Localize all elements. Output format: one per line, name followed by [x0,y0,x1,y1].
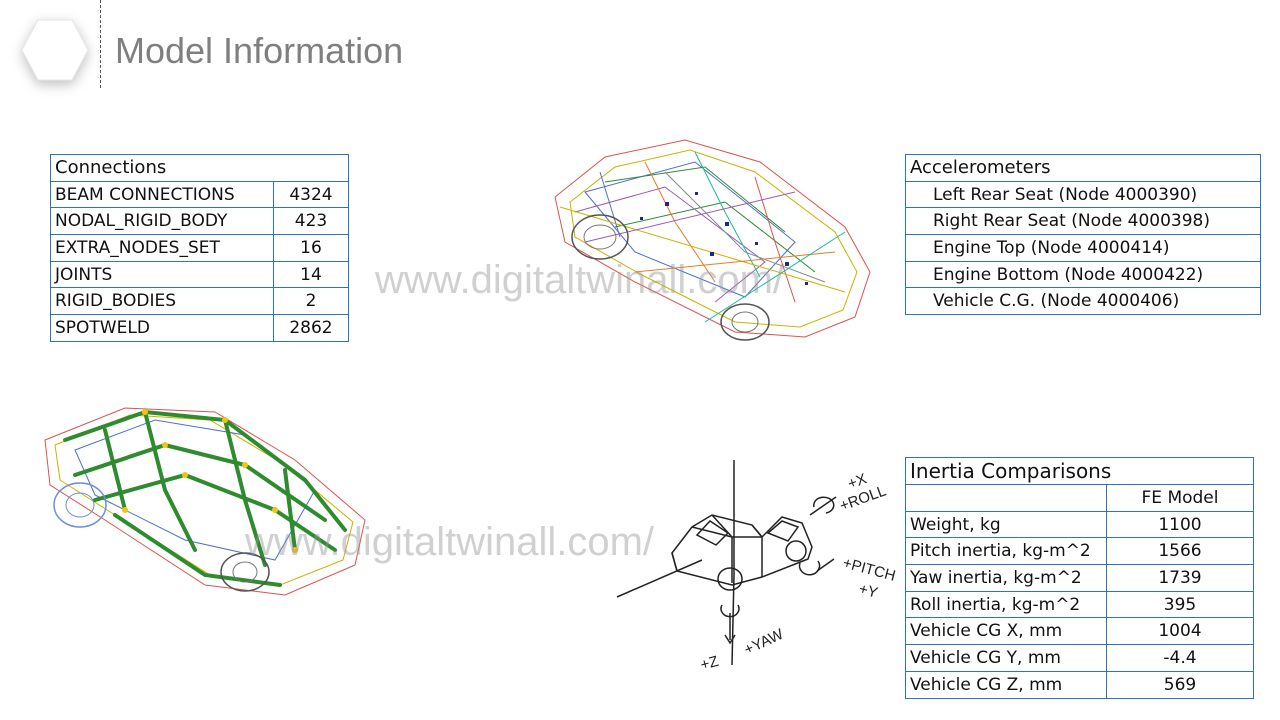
inertia-value: 1004 [1106,617,1254,646]
table-row: Right Rear Seat (Node 4000398) [905,207,1261,236]
connection-count: 423 [273,207,349,236]
axis-pitch-label: +PITCH [841,554,897,584]
connection-name: RIGID_BODIES [50,287,274,316]
inertia-property: Vehicle CG X, mm [905,617,1107,646]
inertia-property: Vehicle CG Z, mm [905,670,1107,699]
page-title: Model Information [115,30,404,71]
connection-name: NODAL_RIGID_BODY [50,207,274,236]
table-row: Engine Bottom (Node 4000422) [905,260,1261,289]
accelerometers-table: Accelerometers Left Rear Seat (Node 4000… [905,154,1261,316]
axis-x-label: +X [846,470,869,492]
vehicle-axes-diagram: +X +ROLL +PITCH +Y +Z +YAW [616,460,897,674]
inertia-property: Weight, kg [905,510,1107,539]
table-row: Left Rear Seat (Node 4000390) [905,180,1261,209]
connections-title: Connections [50,154,349,182]
inertia-title: Inertia Comparisons [905,457,1254,485]
inertia-value: 395 [1106,590,1254,619]
axis-yaw-label: +YAW [742,625,787,658]
inertia-property: Yaw inertia, kg-m^2 [905,564,1107,592]
axis-z-label: +Z [699,653,721,674]
axis-y-label: +Y [857,580,880,601]
table-column-header-row: FE Model [905,484,1254,512]
inertia-property: Vehicle CG Y, mm [905,644,1107,672]
connection-count: 14 [273,260,349,289]
fe-model-column-header: FE Model [1106,484,1254,512]
header-divider [100,0,101,88]
inertia-value: 569 [1106,670,1254,699]
connection-name: JOINTS [50,260,274,289]
inertia-value: 1100 [1106,510,1254,539]
inertia-value: 1739 [1106,564,1254,592]
table-row: Engine Top (Node 4000414) [905,234,1261,262]
hexagon-logo [20,18,90,82]
inertia-value: 1566 [1106,537,1254,566]
accelerometer-item: Right Rear Seat (Node 4000398) [905,207,1261,236]
accelerometer-item: Vehicle C.G. (Node 4000406) [905,287,1261,316]
accelerometer-item: Engine Bottom (Node 4000422) [905,260,1261,289]
table-header-row: Connections [50,154,349,182]
table-header-row: Accelerometers [905,154,1261,182]
inertia-value: -4.4 [1106,644,1254,672]
accelerometer-item: Engine Top (Node 4000414) [905,234,1261,262]
connection-name: EXTRA_NODES_SET [50,234,274,262]
empty-header-cell [905,484,1107,512]
table-header-row: Inertia Comparisons [905,457,1254,485]
connection-count: 4324 [273,180,349,209]
connection-name: BEAM CONNECTIONS [50,180,274,209]
inertia-property: Roll inertia, kg-m^2 [905,590,1107,619]
inertia-property: Pitch inertia, kg-m^2 [905,537,1107,566]
accelerometer-item: Left Rear Seat (Node 4000390) [905,180,1261,209]
connection-count: 16 [273,234,349,262]
connection-count: 2862 [273,314,349,342]
car-wireframe-image-top [554,139,871,341]
table-row: Vehicle C.G. (Node 4000406) [905,287,1261,316]
table-row: Vehicle CG Y, mm-4.4 [905,644,1254,672]
accelerometers-title: Accelerometers [905,154,1261,182]
connection-name: SPOTWELD [50,314,274,342]
connection-count: 2 [273,287,349,316]
car-mesh-image-bottom [44,407,366,596]
